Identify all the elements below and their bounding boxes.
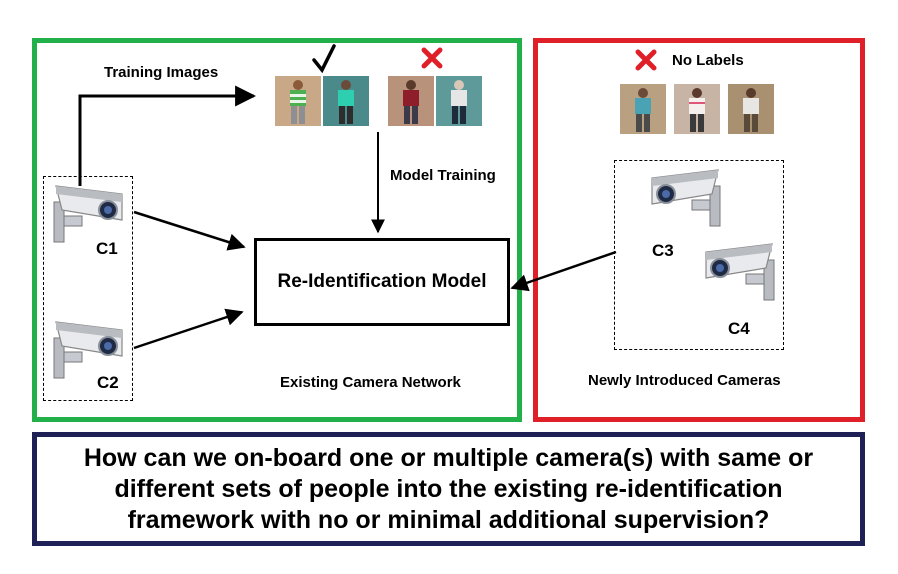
question-text: How can we on-board one or multiple came…	[83, 443, 814, 534]
person-thumbnail	[436, 76, 482, 126]
new-network-label: Newly Introduced Cameras	[588, 372, 781, 389]
camera-label-c4: C4	[728, 319, 750, 338]
no-labels-label: No Labels	[672, 52, 744, 69]
camera-label-c1: C1	[96, 239, 118, 258]
person-thumbnail	[728, 84, 774, 134]
reid-model-label: Re-Identification Model	[277, 271, 487, 292]
camera-label-c2: C2	[97, 373, 119, 392]
person-thumbnail	[674, 84, 720, 134]
new-camera-group	[614, 160, 784, 350]
existing-network-label: Existing Camera Network	[280, 374, 461, 391]
person-thumbnail	[388, 76, 434, 126]
new-cameras-panel	[533, 38, 865, 422]
camera-label-c3: C3	[652, 241, 674, 260]
training-images-label: Training Images	[104, 64, 219, 81]
person-thumbnail	[620, 84, 666, 134]
existing-network-panel	[32, 38, 522, 422]
reid-model-box: Re-Identification Model	[254, 238, 510, 326]
existing-camera-group	[43, 176, 133, 401]
person-thumbnail	[323, 76, 369, 126]
model-training-label: Model Training	[390, 167, 496, 184]
person-thumbnail	[275, 76, 321, 126]
question-panel: How can we on-board one or multiple came…	[32, 432, 865, 546]
